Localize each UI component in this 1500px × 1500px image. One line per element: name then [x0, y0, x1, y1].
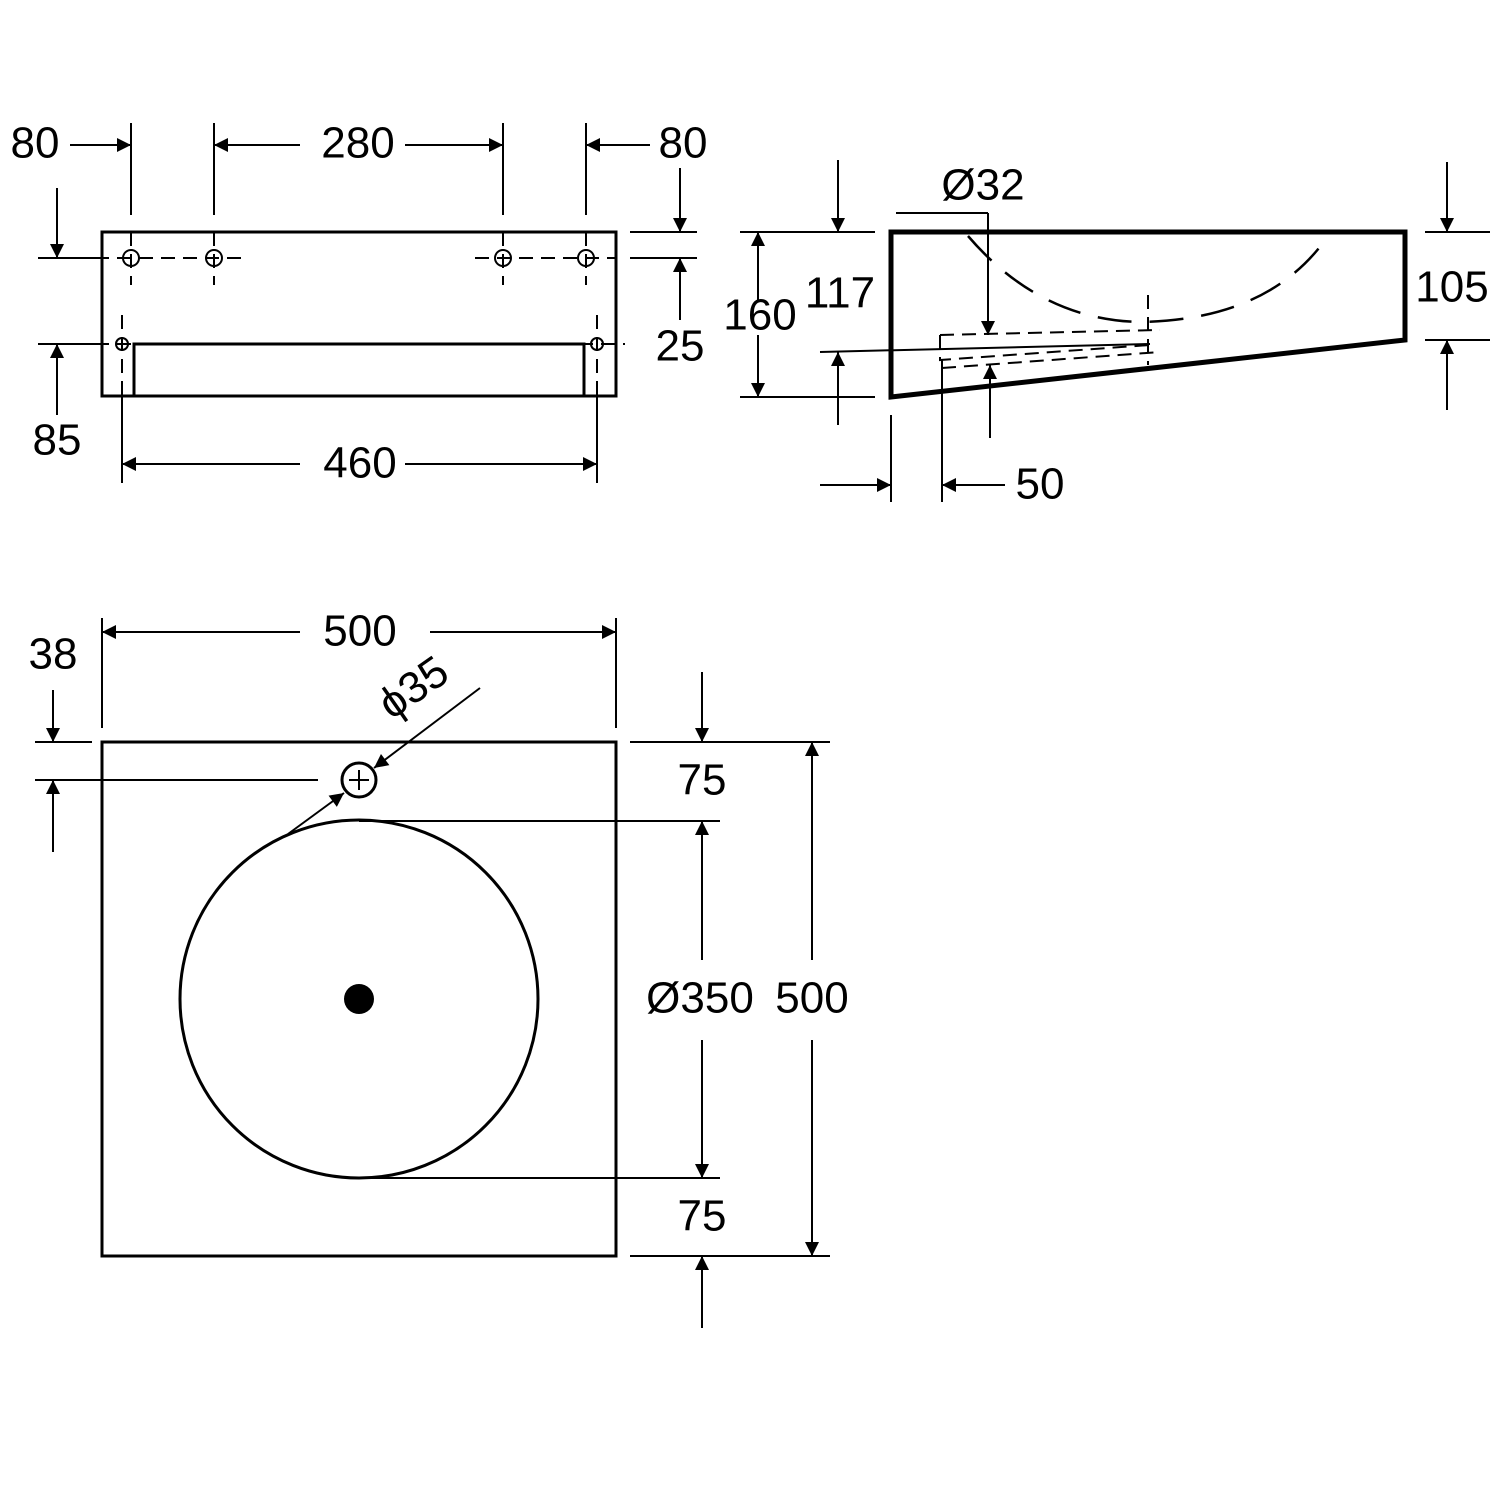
dim-label: 117: [805, 269, 875, 318]
dim-label: 75: [678, 756, 727, 805]
dim-label: 80: [659, 119, 708, 168]
bowl-hidden-line: [967, 235, 1330, 324]
dim-label: Ø350: [646, 974, 754, 1023]
dim-label: 460: [323, 439, 396, 488]
dim-label: 500: [775, 974, 848, 1023]
dim-label: 105: [1415, 263, 1488, 312]
dim-label: 85: [33, 416, 82, 465]
dim-label: 80: [11, 119, 60, 168]
dim-label: 500: [323, 607, 396, 656]
side-outline: [888, 229, 1408, 400]
dim-label: 160: [723, 291, 796, 340]
mounting-hole-markers: [115, 249, 604, 351]
basin-outline: [100, 740, 618, 1258]
front-view: 80 280 80 25 85 460: [11, 119, 708, 488]
top-view: 500 38 ϕ35 75 Ø350 500 75: [29, 607, 849, 1328]
dim-label: Ø32: [941, 161, 1024, 210]
side-view: Ø32 160 117 105 50: [723, 160, 1490, 509]
tap-hole: [340, 761, 378, 799]
front-outline: [100, 230, 618, 398]
dim-label: 50: [1016, 460, 1065, 509]
dim-label: 75: [678, 1192, 727, 1241]
dim-label: 25: [656, 322, 705, 371]
drain-hole: [344, 984, 374, 1014]
dim-label: 38: [29, 630, 78, 679]
dim-label: 280: [321, 119, 394, 168]
dim-label: ϕ35: [369, 646, 457, 728]
